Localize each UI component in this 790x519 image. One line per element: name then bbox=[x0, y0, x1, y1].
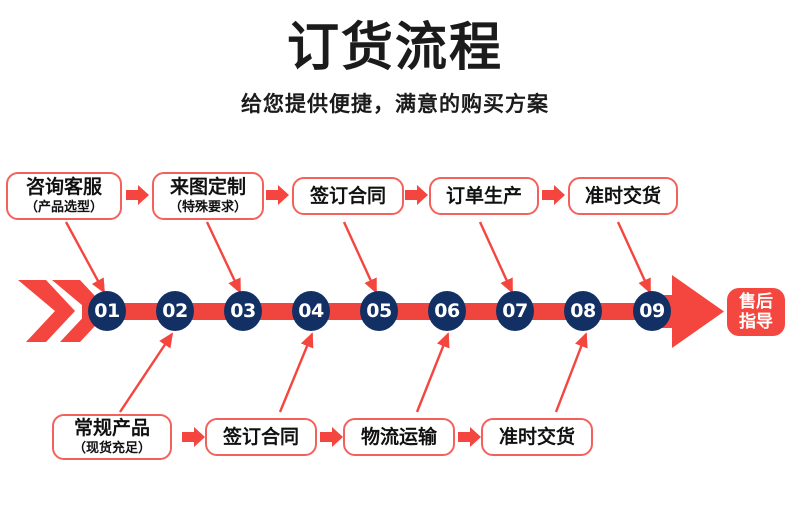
arrow-right-icon-t1 bbox=[126, 185, 149, 205]
top-box-4[interactable]: 订单生产 bbox=[429, 177, 539, 215]
timeline-node-07[interactable]: 07 bbox=[496, 291, 534, 331]
arrow-right-icon-b1 bbox=[182, 427, 205, 447]
connector-bottom-3 bbox=[415, 332, 450, 413]
timeline-node-05[interactable]: 05 bbox=[360, 291, 398, 331]
page-title: 订货流程 bbox=[286, 19, 503, 77]
timeline-node-09[interactable]: 09 bbox=[633, 291, 671, 331]
connector-bottom-4 bbox=[554, 332, 588, 413]
top-box-3-line1: 签订合同 bbox=[309, 185, 386, 207]
bottom-box-1[interactable]: 常规产品 （现货充足） bbox=[52, 414, 172, 460]
timeline-node-04[interactable]: 04 bbox=[292, 291, 330, 331]
top-box-4-line1: 订单生产 bbox=[445, 185, 522, 207]
top-box-2[interactable]: 来图定制 （特殊要求） bbox=[152, 172, 264, 220]
bottom-box-3-line1: 物流运输 bbox=[360, 426, 437, 448]
top-box-2-line1: 来图定制 bbox=[169, 177, 246, 198]
top-box-1-line2: （产品选型） bbox=[24, 199, 103, 214]
bottom-box-1-line2: （现货充足） bbox=[72, 440, 151, 455]
timeline-node-01[interactable]: 01 bbox=[88, 291, 126, 331]
top-connector-arrows bbox=[64, 221, 652, 294]
top-box-2-line2: （特殊要求） bbox=[168, 199, 247, 214]
top-box-5[interactable]: 准时交货 bbox=[568, 177, 678, 215]
after-sales-badge-line2: 指导 bbox=[739, 312, 773, 331]
top-box-3[interactable]: 签订合同 bbox=[292, 177, 404, 215]
connector-top-3 bbox=[342, 221, 378, 294]
arrow-right-icon-t2 bbox=[266, 185, 289, 205]
top-box-1-line1: 咨询客服 bbox=[25, 177, 102, 198]
connector-top-1 bbox=[64, 221, 106, 294]
timeline-node-02[interactable]: 02 bbox=[156, 291, 194, 331]
bottom-box-3[interactable]: 物流运输 bbox=[343, 418, 455, 456]
arrow-right-icon-t3 bbox=[405, 185, 428, 205]
bottom-connector-arrows bbox=[119, 332, 588, 413]
bottom-box-4-line1: 准时交货 bbox=[498, 426, 575, 448]
timeline-node-06[interactable]: 06 bbox=[428, 291, 466, 331]
arrow-right-icon-t4 bbox=[542, 185, 565, 205]
connector-top-4 bbox=[478, 221, 514, 294]
arrow-right-icon-b3 bbox=[458, 427, 481, 447]
arrow-right-icon-b2 bbox=[320, 427, 343, 447]
after-sales-badge[interactable]: 售后 指导 bbox=[727, 288, 785, 336]
top-box-1[interactable]: 咨询客服 （产品选型） bbox=[6, 172, 122, 220]
bottom-box-2-line1: 签订合同 bbox=[222, 426, 299, 448]
after-sales-badge-line1: 售后 bbox=[739, 292, 773, 311]
connector-top-2 bbox=[205, 221, 242, 294]
timeline-node-08[interactable]: 08 bbox=[564, 291, 602, 331]
top-box-5-line1: 准时交货 bbox=[584, 185, 661, 207]
bottom-box-4[interactable]: 准时交货 bbox=[481, 418, 593, 456]
connector-top-5 bbox=[616, 221, 652, 294]
bottom-box-2[interactable]: 签订合同 bbox=[205, 418, 317, 456]
timeline-node-03[interactable]: 03 bbox=[224, 291, 262, 331]
connector-bottom-2 bbox=[278, 332, 314, 413]
bottom-box-1-line1: 常规产品 bbox=[73, 418, 150, 439]
connector-bottom-1 bbox=[119, 332, 174, 413]
page-subtitle: 给您提供便捷，满意的购买方案 bbox=[241, 93, 549, 116]
